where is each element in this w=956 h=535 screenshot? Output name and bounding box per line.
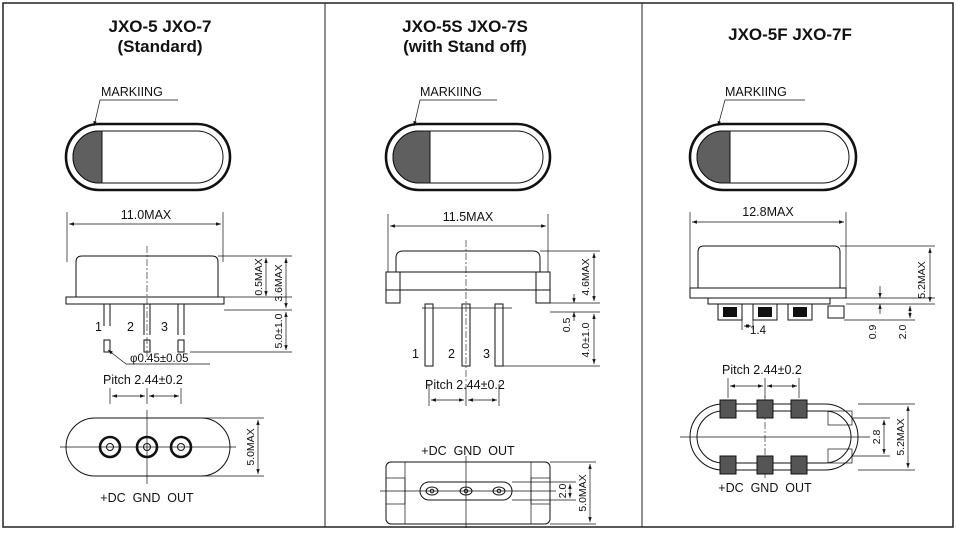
pin-1-number: 1 bbox=[95, 320, 102, 334]
marking-label: MARKIING bbox=[725, 85, 787, 99]
height-dim-1: 0.5MAX bbox=[253, 258, 265, 295]
panel-title: JXO-5 JXO-7 bbox=[109, 17, 212, 36]
height-dim-1: 4.6MAX bbox=[580, 258, 592, 295]
width-dim: 12.8MAX bbox=[742, 205, 794, 219]
side-view bbox=[385, 240, 551, 382]
pin-function-labels: +DC GND OUT bbox=[718, 481, 812, 495]
pin-function-labels: +DC GND OUT bbox=[100, 491, 194, 505]
pin-3-number: 3 bbox=[161, 320, 168, 334]
height-dim-2: 0.5 bbox=[561, 318, 573, 333]
pin-1-number: 1 bbox=[412, 347, 419, 361]
panel-standard: JXO-5 JXO-7 (Standard) MARKIING 11.0MAX … bbox=[60, 17, 292, 505]
marking-area bbox=[696, 130, 731, 184]
panel-title: JXO-5F JXO-7F bbox=[728, 25, 852, 44]
pin-2-number: 2 bbox=[127, 320, 134, 334]
bottom-view bbox=[380, 456, 556, 528]
top-view bbox=[64, 122, 232, 192]
height-dim-3: 2.0 bbox=[897, 325, 909, 340]
pitch-dim: Pitch 2.44±0.2 bbox=[722, 363, 802, 377]
side-view bbox=[689, 245, 847, 321]
panel-title: JXO-5S JXO-7S bbox=[402, 17, 528, 36]
pad-width-dim: 1.4 bbox=[750, 325, 767, 337]
pitch-dim: Pitch 2.44±0.2 bbox=[425, 378, 505, 392]
height-dim-2: 0.9 bbox=[867, 325, 879, 340]
marking-leader bbox=[413, 99, 497, 127]
height-dim-3: 4.0±1.0 bbox=[580, 322, 592, 357]
bottom-view bbox=[680, 396, 870, 478]
top-view bbox=[384, 122, 552, 192]
pin-diameter-dim: φ0.45±0.05 bbox=[130, 353, 189, 365]
width-dim: 11.0MAX bbox=[121, 208, 172, 222]
bottom-dim-1: 2.0 bbox=[557, 484, 569, 499]
marking-label: MARKIING bbox=[101, 85, 163, 99]
bottom-dim-2: 5.2MAX bbox=[895, 418, 907, 455]
pitch-dim: Pitch 2.44±0.2 bbox=[103, 373, 183, 387]
height-dim-3: 5.0±1.0 bbox=[273, 313, 285, 348]
marking-area bbox=[392, 130, 431, 184]
marking-area bbox=[72, 130, 103, 184]
bottom-view bbox=[60, 410, 236, 484]
top-view bbox=[688, 122, 858, 192]
pin-function-labels: +DC GND OUT bbox=[421, 444, 515, 458]
panel-stand-off: JXO-5S JXO-7S (with Stand off) MARKIING … bbox=[380, 17, 600, 528]
pin-2-number: 2 bbox=[448, 347, 455, 361]
panel-subtitle: (with Stand off) bbox=[403, 37, 527, 56]
marking-label: MARKIING bbox=[420, 85, 482, 99]
side-view bbox=[65, 246, 225, 360]
bottom-dim-1: 2.8 bbox=[871, 430, 883, 445]
height-dim-1: 5.2MAX bbox=[916, 261, 928, 298]
bottom-dim-2: 5.0MAX bbox=[577, 474, 589, 511]
panel-subtitle: (Standard) bbox=[118, 37, 203, 56]
bottom-width-dim: 5.0MAX bbox=[245, 428, 257, 465]
marking-leader bbox=[717, 99, 805, 127]
pin-3-number: 3 bbox=[483, 347, 490, 361]
marking-leader bbox=[93, 99, 178, 127]
width-dim: 11.5MAX bbox=[443, 210, 494, 224]
height-dim-2: 3.6MAX bbox=[273, 264, 285, 301]
sheet-border bbox=[2, 2, 954, 528]
panel-flat: JXO-5F JXO-7F MARKIING 12.8MAX 1.4 bbox=[680, 25, 935, 495]
